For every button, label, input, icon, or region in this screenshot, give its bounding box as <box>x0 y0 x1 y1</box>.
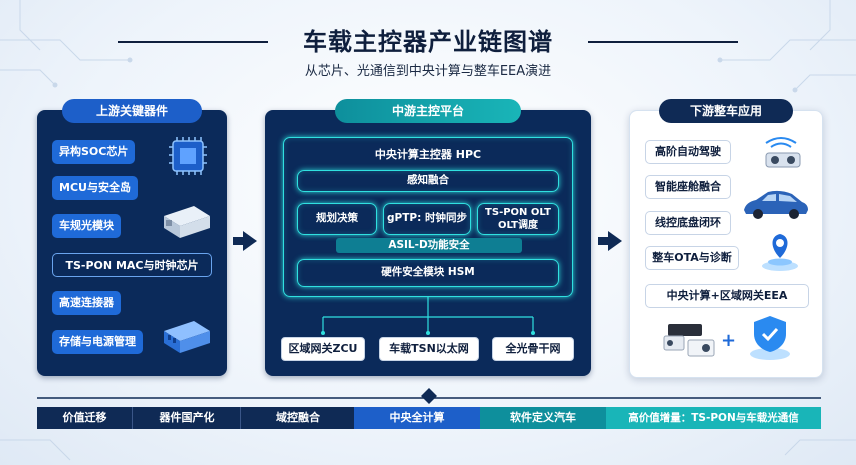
timeline-marker <box>37 388 821 404</box>
upstream-item-mcu: MCU与安全岛 <box>52 176 138 200</box>
timeline-step-high-value: 高价值增量：TS-PON与车载光通信 <box>606 407 821 429</box>
fusion-box: 感知融合 <box>297 170 559 192</box>
timeline-step-sdv: 软件定义汽车 <box>480 407 606 429</box>
car-icon <box>744 190 808 219</box>
downstream-item-ota: 整车OTA与诊断 <box>645 246 739 270</box>
downstream-item-cockpit: 智能座舱融合 <box>645 175 731 199</box>
page-subtitle: 从芯片、光通信到中央计算与整车EEA演进 <box>304 64 552 79</box>
downstream-item-chassis: 线控底盘闭环 <box>645 211 731 235</box>
chip-icon <box>169 137 207 175</box>
hpc-frame <box>283 137 573 297</box>
upstream-item-optical-module: 车规光模块 <box>52 214 121 238</box>
asil-box: ASIL-D功能安全 <box>336 238 522 253</box>
optical-module-icon <box>164 206 210 238</box>
hsm-box: 硬件安全模块 HSM <box>297 259 559 287</box>
timeline-step-central-compute: 中央全计算 <box>354 407 480 429</box>
downstream-label: 下游整车应用 <box>659 99 793 123</box>
output-connectors <box>321 297 535 335</box>
planning-box: 规划决策 <box>297 203 377 235</box>
arrow-right-icon <box>608 231 622 251</box>
ecu-hardware-icon <box>663 324 715 357</box>
downstream-item-autonomous-driving: 高阶自动驾驶 <box>645 140 731 164</box>
downstream-item-eea: 中央计算+区域网关EEA <box>645 284 809 308</box>
upstream-item-storage-power: 存储与电源管理 <box>52 330 143 354</box>
arrow-right-icon <box>243 231 257 251</box>
timeline-step-domain-fusion: 域控融合 <box>240 407 355 429</box>
title-line-left <box>118 41 268 43</box>
upstream-item-tspon-mac: TS-PON MAC与时钟芯片 <box>52 253 212 277</box>
timeline-step-localization: 器件国产化 <box>132 407 241 429</box>
connector-icon <box>164 321 210 353</box>
plus-sign: + <box>721 330 737 351</box>
output-zcu: 区域网关ZCU <box>281 337 365 361</box>
ota-location-icon <box>762 234 798 271</box>
upstream-item-connector: 高速连接器 <box>52 291 121 315</box>
upstream-label: 上游关键器件 <box>62 99 202 123</box>
title-line-right <box>588 41 738 43</box>
arrow-stem-1 <box>233 237 243 245</box>
midstream-label: 中游主控平台 <box>335 99 521 123</box>
page-title: 车载主控器产业链图谱 <box>303 28 553 56</box>
timeline-step-value-shift: 价值迁移 <box>37 407 132 429</box>
tspon-olt-box: TS-PON OLT OLT调度 <box>477 203 559 235</box>
output-optical-backbone: 全光骨干网 <box>492 337 574 361</box>
upstream-item-soc: 异构SOC芯片 <box>52 140 136 164</box>
gptp-box: gPTP: 时钟同步 <box>383 203 471 235</box>
hpc-title: 中央计算主控器 HPC <box>374 148 482 161</box>
arrow-stem-2 <box>598 237 608 245</box>
output-tsn-ethernet: 车载TSN以太网 <box>379 337 479 361</box>
lidar-camera-icon <box>765 137 801 168</box>
security-shield-icon <box>750 316 790 360</box>
